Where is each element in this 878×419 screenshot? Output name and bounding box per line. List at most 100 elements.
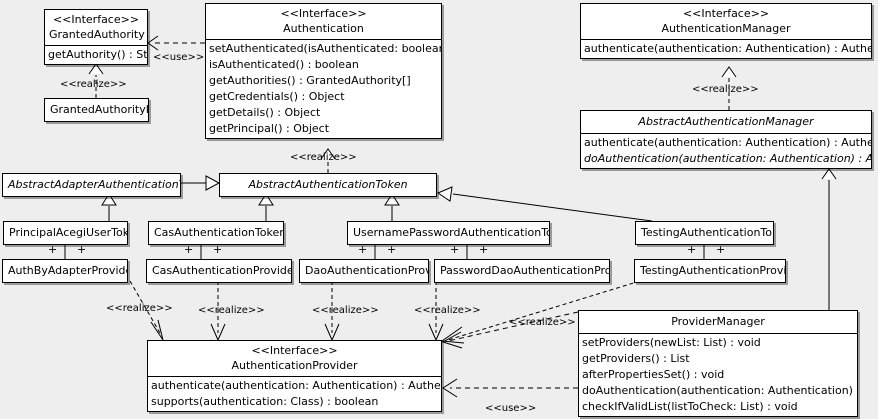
class-member: authenticate(authentication: Authenticat… [584, 136, 871, 149]
class-members: setProviders(newList: List) : void getPr… [579, 333, 857, 416]
class-name-label: AuthenticationManager [661, 22, 791, 35]
class-member: getProviders() : List [582, 352, 690, 365]
class-principal-acegi-user-token[interactable]: PrincipalAcegiUserToken [3, 221, 128, 245]
class-member: setProviders(newList: List) : void [582, 336, 761, 349]
class-header: ProviderManager [579, 311, 857, 333]
class-header: CasAuthenticationProvider [147, 260, 291, 282]
class-name-label: DaoAuthenticationProvider [305, 264, 428, 277]
class-name-label: PrincipalAcegiUserToken [9, 226, 127, 239]
stereotype-label: <<Interface>> [280, 7, 367, 20]
class-header: AbstractAuthenticationManager [581, 111, 871, 133]
edge-testingauthenticationprovider-realize-authenticationprovider [440, 280, 641, 344]
class-header: <<Interface>> AuthenticationProvider [148, 341, 441, 376]
class-name-label: GrantedAuthorityImpl [50, 103, 149, 116]
class-header: CasAuthenticationToken [149, 222, 283, 244]
edge-abstractauthenticationtoken-realize-authentication [320, 148, 336, 173]
class-member: setAuthenticated(isAuthenticated: boolea… [209, 42, 441, 55]
class-name-label: TestingAuthenticationToken [641, 226, 773, 239]
class-header: AuthByAdapterProvider [3, 260, 127, 282]
class-provider-manager[interactable]: ProviderManager setProviders(newList: Li… [578, 310, 858, 417]
class-member: checkIfValidList(listToCheck: List) : vo… [582, 400, 798, 413]
class-abstract-adapter-authentication-token[interactable]: AbstractAdapterAuthenticationToken [2, 173, 181, 197]
edge-label-realize-password-dao-authentication-provider: <<realize>> [414, 305, 481, 316]
class-members: authenticate(authentication: Authenticat… [581, 39, 871, 58]
stereotype-label: <<Interface>> [682, 7, 770, 20]
assoc-visibility-marker: + [687, 243, 697, 256]
edge-abstractadaptertoken-extends-abstracttoken [181, 175, 221, 191]
class-granted-authority[interactable]: <<Interface>> GrantedAuthority getAuthor… [44, 9, 148, 65]
edge-providermanager-extends-abstractauthenticationmanager [821, 168, 837, 310]
edge-label-use-authentication-grantedauthority: <<use>> [153, 52, 205, 63]
edge-label-realize-dao-authentication-provider: <<realize>> [312, 305, 379, 316]
edge-label-realize-provider-manager: <<realize>> [509, 317, 576, 328]
assoc-visibility-marker: + [358, 243, 368, 256]
class-member: doAuthentication(authentication: Authent… [582, 384, 857, 397]
class-cas-authentication-token[interactable]: CasAuthenticationToken [148, 221, 284, 245]
class-authentication[interactable]: <<Interface>> Authentication setAuthenti… [205, 3, 442, 139]
class-header: <<Interface>> AuthenticationManager [581, 4, 871, 39]
assoc-visibility-marker: + [479, 243, 489, 256]
class-name-label: PasswordDaoAuthenticationProvider [440, 264, 610, 277]
class-abstract-authentication-manager[interactable]: AbstractAuthenticationManager authentica… [580, 110, 872, 169]
class-password-dao-authentication-provider[interactable]: PasswordDaoAuthenticationProvider [434, 259, 610, 283]
class-header: PrincipalAcegiUserToken [4, 222, 127, 244]
class-granted-authority-impl[interactable]: GrantedAuthorityImpl [44, 98, 149, 122]
edge-providermanager-use-authenticationprovider [442, 378, 578, 398]
class-name-label: UsernamePasswordAuthenticationToken [353, 226, 549, 239]
class-header: <<Interface>> Authentication [206, 4, 441, 39]
class-name-label: CasAuthenticationProvider [152, 264, 292, 277]
class-dao-authentication-provider[interactable]: DaoAuthenticationProvider [299, 259, 429, 283]
class-header: TestingAuthenticationProvider [635, 260, 785, 282]
class-member: authenticate(authentication: Authenticat… [151, 379, 441, 392]
class-header: DaoAuthenticationProvider [300, 260, 428, 282]
edge-label-realize-abstract-authentication-token: <<realize>> [290, 152, 357, 163]
class-name-label: AbstractAdapterAuthenticationToken [8, 178, 180, 191]
class-abstract-authentication-token[interactable]: AbstractAuthenticationToken [219, 173, 437, 197]
edge-casauthenticationtoken-extends-abstracttoken [258, 193, 274, 221]
class-member: getPrincipal() : Object [209, 122, 330, 135]
edge-label-realize-grantedauthorityimpl: <<realize>> [60, 79, 127, 90]
class-member: doAuthentication(authentication: Authent… [584, 152, 871, 165]
class-member: getCredentials() : Object [209, 90, 345, 103]
assoc-visibility-marker: + [77, 243, 87, 256]
class-members: authenticate(authentication: Authenticat… [148, 376, 441, 411]
class-header: TestingAuthenticationToken [636, 222, 773, 244]
class-name-label: Authentication [283, 22, 364, 35]
class-auth-by-adapter-provider[interactable]: AuthByAdapterProvider [2, 259, 128, 283]
assoc-visibility-marker: + [450, 243, 460, 256]
edge-label-realize-abstract-authentication-manager: <<realize>> [692, 84, 759, 95]
class-authentication-manager[interactable]: <<Interface>> AuthenticationManager auth… [580, 3, 872, 59]
class-testing-authentication-token[interactable]: TestingAuthenticationToken [635, 221, 774, 245]
assoc-visibility-marker: + [184, 243, 194, 256]
class-header: GrantedAuthorityImpl [45, 99, 148, 121]
class-authentication-provider[interactable]: <<Interface>> AuthenticationProvider aut… [147, 340, 442, 412]
class-testing-authentication-provider[interactable]: TestingAuthenticationProvider [634, 259, 786, 283]
edge-label-use-provider-manager: <<use>> [485, 403, 537, 414]
class-name-label: AuthByAdapterProvider [8, 264, 128, 277]
class-header: AbstractAuthenticationToken [220, 174, 436, 196]
class-header: UsernamePasswordAuthenticationToken [348, 222, 549, 244]
class-name-label: ProviderManager [671, 315, 765, 328]
edge-abstractauthenticationmanager-realize-authenticationmanager [721, 66, 737, 110]
class-member: isAuthenticated() : boolean [209, 58, 359, 71]
edge-testingauthenticationtoken-extends-abstracttoken [436, 186, 653, 222]
class-name-label: AbstractAuthenticationManager [638, 115, 814, 128]
assoc-visibility-marker: + [716, 243, 726, 256]
assoc-visibility-marker: + [48, 243, 58, 256]
edge-usernamepasswordtoken-extends-abstracttoken [384, 193, 400, 221]
edge-principalacegiusertoken-extends-abstractadaptertoken [101, 193, 117, 221]
class-header: PasswordDaoAuthenticationProvider [435, 260, 609, 282]
class-member: getAuthority() : String [48, 48, 148, 61]
assoc-visibility-marker: + [213, 243, 223, 256]
class-username-password-authentication-token[interactable]: UsernamePasswordAuthenticationToken [347, 221, 550, 245]
stereotype-label: <<Interface>> [251, 344, 338, 357]
edge-label-realize-cas-authentication-provider: <<realize>> [198, 305, 265, 316]
assoc-visibility-marker: + [387, 243, 397, 256]
class-name-label: GrantedAuthority [49, 28, 145, 41]
class-members: setAuthenticated(isAuthenticated: boolea… [206, 39, 441, 138]
class-member: getAuthorities() : GrantedAuthority[] [209, 74, 411, 87]
edge-providermanager-realize-authenticationprovider [441, 311, 579, 349]
class-cas-authentication-provider[interactable]: CasAuthenticationProvider [146, 259, 292, 283]
class-member: supports(authentication: Class) : boolea… [151, 395, 379, 408]
